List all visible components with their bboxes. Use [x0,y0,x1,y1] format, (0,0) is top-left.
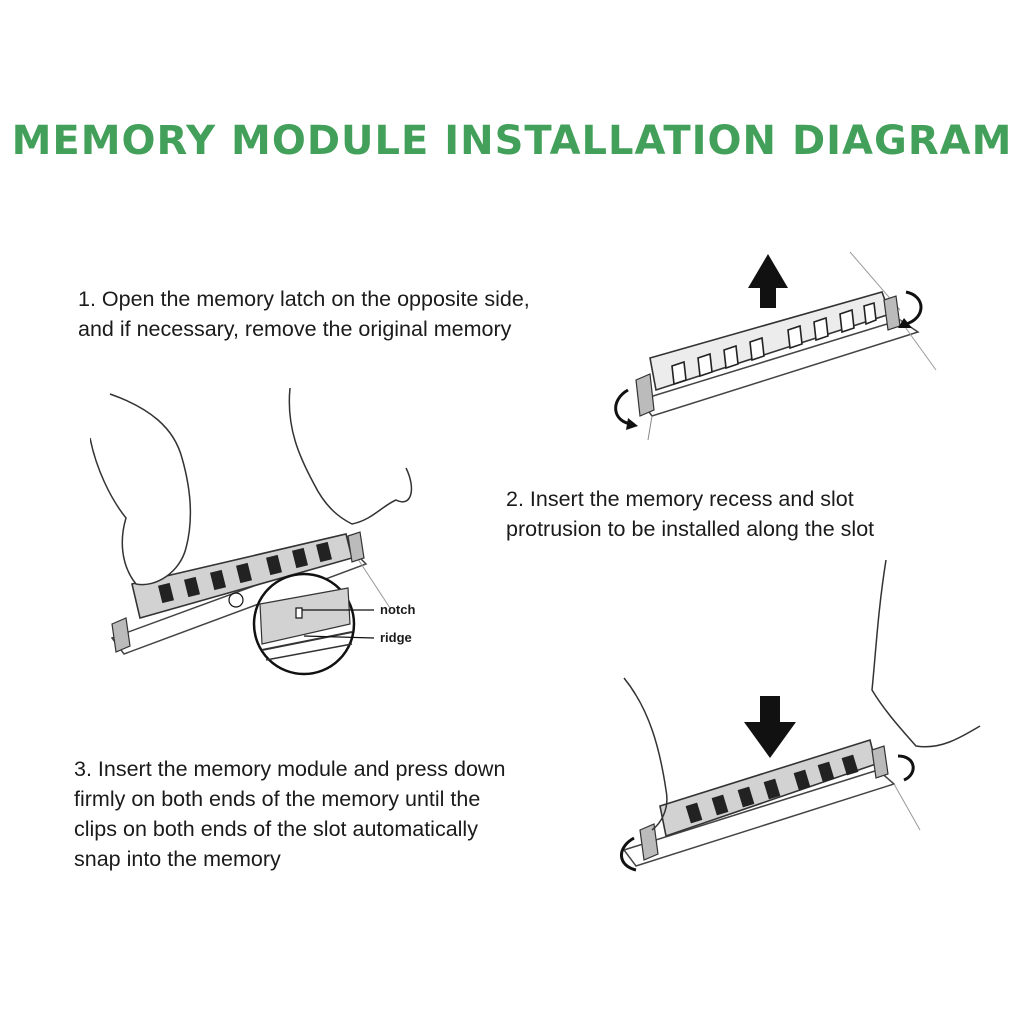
memory-chips [158,541,332,604]
step-3-line-4: snap into the memory [74,847,281,871]
step-2-line-2: protrusion to be installed along the slo… [506,517,875,541]
press-down-illustration [620,560,981,872]
left-latch [635,373,655,417]
step-3-line-2: firmly on both ends of the memory until … [74,787,481,811]
memory-chips [685,754,859,824]
step-1-text: 1. Open the memory latch on the opposite… [78,284,530,344]
step-2-text: 2. Insert the memory recess and slot pro… [506,484,874,544]
latch-rotate-icon [897,754,915,782]
step-3-line-3: clips on both ends of the slot automatic… [74,817,478,841]
ridge-pointer [303,635,375,639]
step-2-line-1: 2. Insert the memory recess and slot [506,487,854,511]
memory-chips [671,301,877,386]
latch-rotate-icon [614,388,633,426]
right-hand [871,560,981,748]
align-notch-illustration: notch ridge [90,388,415,676]
latch-rotate-icon [905,290,923,326]
arrow-up-icon [748,254,788,308]
right-hand [288,388,413,525]
page-title: MEMORY MODULE INSTALLATION DIAGRAM [11,118,1013,164]
step-1-line-1: 1. Open the memory latch on the opposite… [78,287,530,311]
step-3-line-1: 3. Insert the memory module and press do… [74,757,506,781]
step-3-text: 3. Insert the memory module and press do… [74,754,505,874]
remove-module-illustration [614,251,937,441]
ridge-label: ridge [380,630,412,645]
left-hand [90,393,192,586]
arrow-down-icon [744,696,796,758]
notch-label: notch [380,602,415,617]
latch-rotate-icon [620,836,637,872]
left-hand [623,677,668,831]
step-1-line-2: and if necessary, remove the original me… [78,317,512,341]
